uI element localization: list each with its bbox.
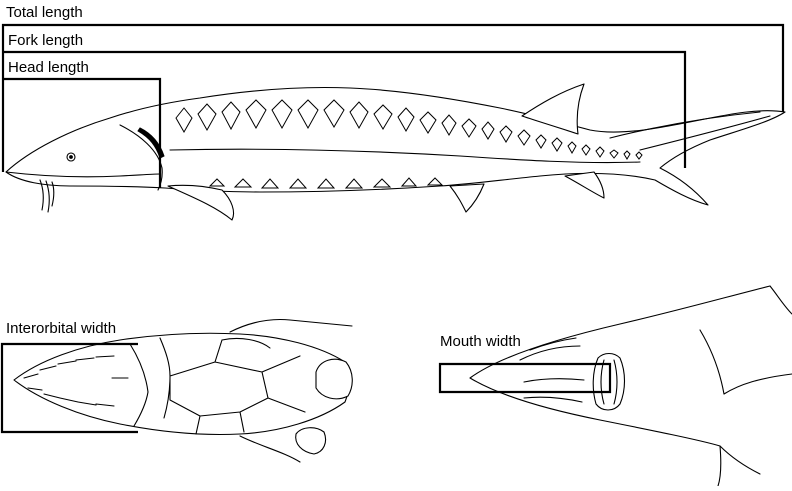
lateral-line xyxy=(169,148,641,164)
sturgeon-dorsal-head-view xyxy=(13,318,353,463)
interorbital-width-label: Interorbital width xyxy=(6,320,116,337)
ventral-gill-lines xyxy=(699,285,792,475)
dorsal-pectoral-fin xyxy=(229,318,353,463)
length-brackets xyxy=(1,23,785,188)
sturgeon-lateral-view xyxy=(5,83,786,221)
sturgeon-ventral-head-view xyxy=(469,285,792,487)
lateral-eye xyxy=(66,152,76,162)
dorsal-head-plates xyxy=(129,337,306,435)
lateral-eye-pupil xyxy=(69,155,73,159)
lateral-dorsal-scutes xyxy=(175,99,643,160)
total-length-bracket xyxy=(1,23,785,172)
fork-length-label: Fork length xyxy=(8,32,83,49)
head-length-bracket xyxy=(3,77,162,188)
lateral-caudal-upper-lobe xyxy=(609,111,771,151)
ventral-mouth xyxy=(592,352,626,411)
dorsal-snout-pores xyxy=(23,355,129,407)
head-length-label: Head length xyxy=(8,59,89,76)
dorsal-head-outline xyxy=(13,332,350,436)
fork-length-bracket xyxy=(3,50,687,168)
lateral-pelvic-fin xyxy=(449,183,485,213)
lateral-snout-line xyxy=(5,171,161,178)
lateral-gill-cover xyxy=(119,124,163,191)
mouth-width-label: Mouth width xyxy=(440,333,521,350)
total-length-label: Total length xyxy=(6,4,83,21)
ventral-barbels xyxy=(519,337,585,403)
mouth-width-bracket xyxy=(438,362,612,394)
lateral-dorsal-fin xyxy=(521,83,585,135)
lateral-anal-fin xyxy=(564,171,605,199)
dorsal-eye-lobe-upper xyxy=(315,358,353,400)
lateral-body-outline xyxy=(5,86,786,206)
lateral-pectoral-fin xyxy=(167,184,235,221)
dorsal-spiracle-lobe xyxy=(295,427,327,455)
lateral-ventral-scutes xyxy=(208,177,444,189)
interorbital-width-bracket xyxy=(0,342,138,434)
lateral-barbels xyxy=(39,179,55,213)
ventral-head-outline xyxy=(469,285,771,487)
